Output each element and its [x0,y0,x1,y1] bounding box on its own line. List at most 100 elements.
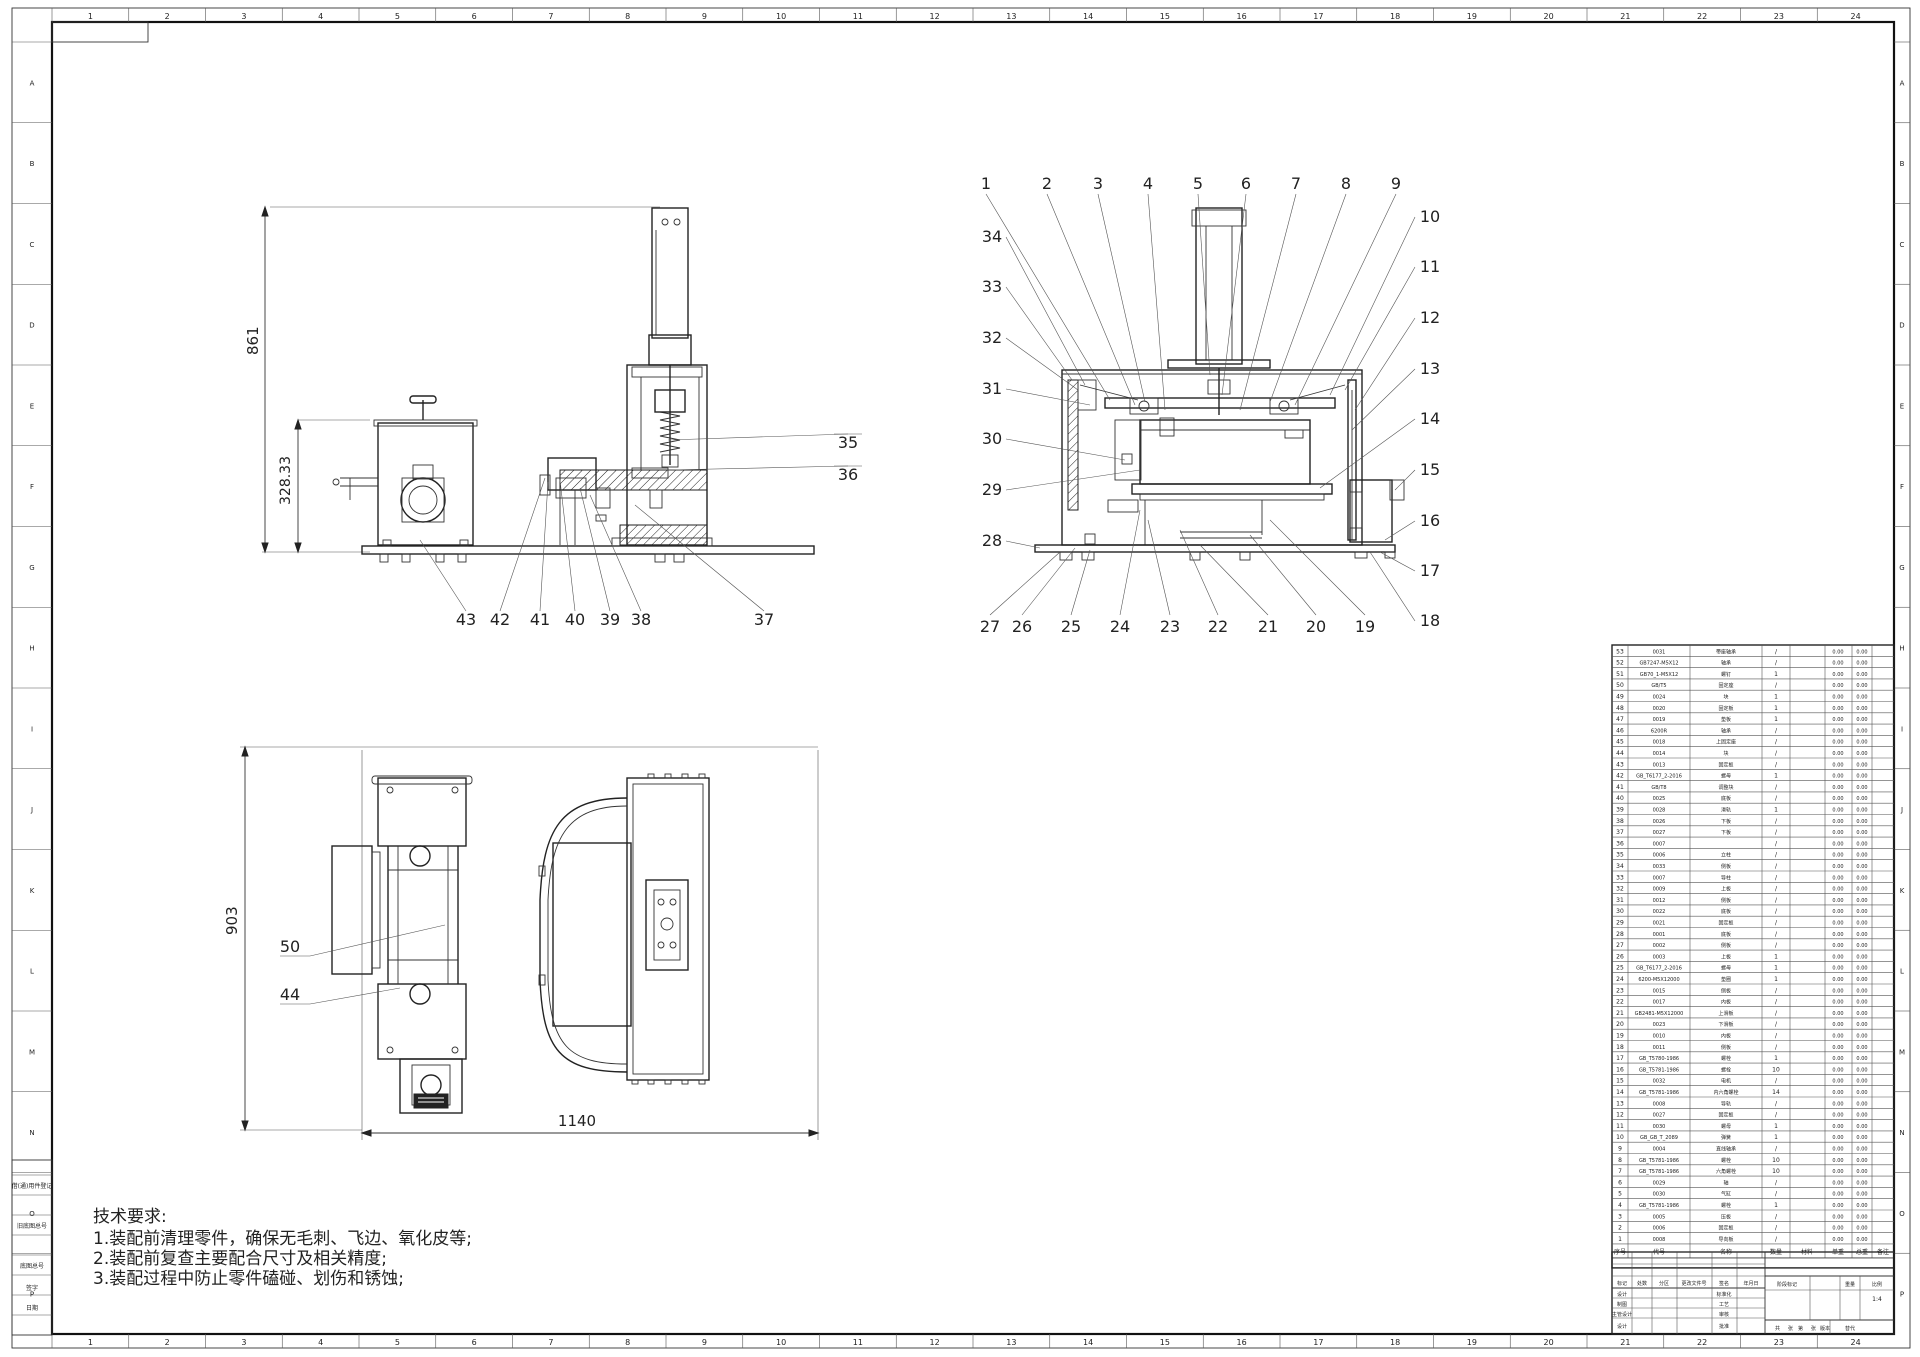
bom-row-name: 固定板 [1718,920,1733,927]
bom-row-code: 0014 [1653,751,1666,757]
frame-col-bottom: 21 [1620,1338,1630,1347]
bom-row-qty: / [1775,1146,1778,1153]
bom-row-qty: / [1775,987,1778,994]
bom-row-name: 下板 [1721,818,1731,825]
bom-row-qty: 1 [1774,1202,1778,1209]
frame-row-right: I [1901,725,1903,733]
bom-row-qty: / [1775,818,1778,825]
bom-row-weight: 0.00 [1856,740,1867,746]
leader-line [667,465,849,471]
bom-row-weight: 0.00 [1856,1237,1867,1243]
frame-col-top: 4 [318,12,323,21]
bom-row-qty: / [1775,999,1778,1006]
frame-row-left: I [31,725,33,733]
bom-row-code: GB_T5781-1986 [1639,1203,1679,1209]
tb-left-2: 主管设计 [1612,1311,1632,1318]
frame-row-left: C [30,241,35,249]
callout-44: 44 [280,985,300,1004]
bom-row-code: 0032 [1653,1079,1666,1085]
tb-sheet-1: 张 [1788,1325,1793,1332]
frame-col-top: 17 [1313,12,1323,21]
bom-row-qty: / [1775,920,1778,927]
callout-42: 42 [490,610,510,629]
bom-row-unitweight: 0.00 [1832,1079,1843,1085]
frame-row-left: D [29,322,34,330]
bom-row-code: 0021 [1653,921,1666,927]
callout-20: 20 [1306,617,1326,636]
bom-row-name: 内六角螺栓 [1713,1089,1738,1096]
bom-row-code: 0024 [1653,695,1666,701]
frame-col-top: 20 [1544,12,1554,21]
bom-row-weight: 0.00 [1856,921,1867,927]
tb-row1-2: 分区 [1659,1280,1669,1287]
bom-row-code: GB_T5781-1986 [1639,1090,1679,1096]
bom-row-qty: / [1775,829,1778,836]
bom-row-name: 螺栓 [1721,1157,1731,1164]
bom-row-code: 6200-M5X12000 [1638,977,1679,983]
frame-row-right: C [1900,241,1905,249]
bom-row-unitweight: 0.00 [1832,1090,1843,1096]
bom-row-unitweight: 0.00 [1832,1045,1843,1051]
bom-row-qty: / [1775,761,1778,768]
bom-row-weight: 0.00 [1856,1045,1867,1051]
callout-39: 39 [600,610,620,629]
bom-row-name: 侧板 [1721,987,1731,994]
frame-row-right: E [1900,402,1904,410]
callout-37: 37 [754,610,774,629]
callout-21: 21 [1258,617,1278,636]
frame-col-bottom: 7 [548,1338,553,1347]
top-view: 903 1140 [223,745,820,1140]
bom-row-weight: 0.00 [1856,1192,1867,1198]
callout-5: 5 [1193,174,1203,193]
frame-col-bottom: 18 [1390,1338,1400,1347]
bom-row-weight: 0.00 [1856,1226,1867,1232]
tb-row1-4: 签名 [1719,1280,1729,1287]
bom-row-qty: / [1775,1179,1778,1186]
bom-row-no: 9 [1618,1146,1622,1153]
bom-row-name: 带座轴承 [1716,648,1736,655]
frame-row-left: A [30,79,35,87]
bom-row-weight: 0.00 [1856,649,1867,655]
callout-1: 1 [981,174,991,193]
bom-row-name: 侧板 [1721,1044,1731,1051]
bom-row-name: 压板 [1721,1213,1731,1220]
bom-row-code: 0022 [1653,909,1666,915]
bom-row-no: 12 [1616,1112,1624,1119]
bom-row-code: 0027 [1653,830,1666,836]
bom-row-qty: / [1775,1112,1778,1119]
bom-row-no: 5 [1618,1191,1622,1198]
bom-row-weight: 0.00 [1856,728,1867,734]
bom-row-code: 0004 [1653,1147,1666,1153]
callout-7: 7 [1291,174,1301,193]
bom-row-code: 0005 [1653,1214,1666,1220]
frame-col-top: 14 [1083,12,1093,21]
bom-row-name: 下板 [1721,829,1731,836]
bom-row-qty: / [1775,682,1778,689]
frame-row-right: O [1899,1210,1905,1218]
bom-row-no: 1 [1618,1236,1622,1243]
frame-col-bottom: 16 [1237,1338,1247,1347]
bom-row-no: 37 [1616,829,1624,836]
bom-row-code: 0006 [1653,1226,1666,1232]
bom-row-no: 31 [1616,897,1624,904]
frame-col-bottom: 20 [1544,1338,1554,1347]
frame-row-right: F [1900,483,1904,491]
frame-col-bottom: 4 [318,1338,323,1347]
bom-row-no: 8 [1618,1157,1622,1164]
left-registration-strip: 借(通)用件登记 旧底图总号 底图总号 签字 日期 [11,1159,53,1336]
bom-row-name: 导向板 [1718,1236,1733,1243]
bom-row-qty: / [1775,1044,1778,1051]
bom-row-unitweight: 0.00 [1832,853,1843,859]
bom-row-name: 螺母 [1721,1123,1731,1130]
bom-row-no: 11 [1616,1123,1624,1130]
frame-row-right: H [1899,645,1904,653]
bom-row-unitweight: 0.00 [1832,1203,1843,1209]
bom-row-qty: / [1775,648,1778,655]
bom-row-weight: 0.00 [1856,717,1867,723]
bom-row-unitweight: 0.00 [1832,1214,1843,1220]
frame-col-bottom: 2 [165,1338,170,1347]
bom-row-qty: / [1775,739,1778,746]
